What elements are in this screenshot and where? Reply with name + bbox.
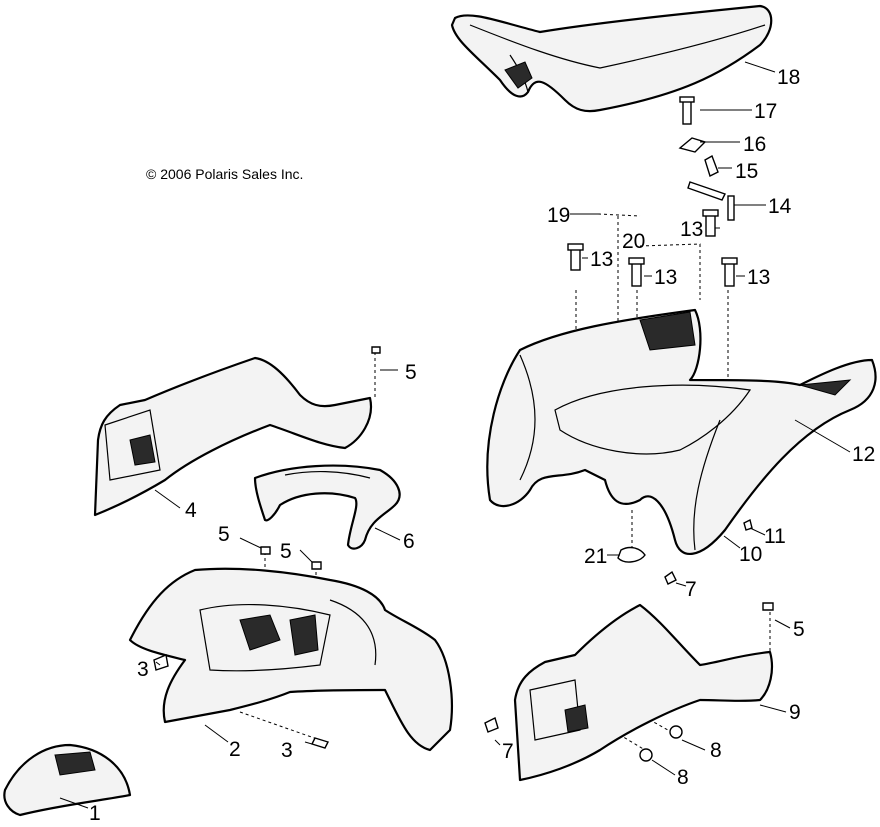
callout-3b: 3 — [281, 739, 293, 762]
callout-6: 6 — [403, 530, 415, 553]
seat-latch-hardware — [678, 96, 735, 221]
left-side-panel — [93, 356, 373, 517]
right-side-panel — [513, 603, 774, 782]
callout-14: 14 — [768, 195, 792, 218]
nut-8a — [669, 725, 683, 739]
callout-5c: 5 — [280, 540, 292, 563]
callout-5d: 5 — [793, 618, 805, 641]
callout-8b: 8 — [677, 766, 689, 789]
leader-lines — [59, 61, 851, 809]
callout-13b: 13 — [654, 266, 677, 289]
callout-12: 12 — [852, 443, 875, 466]
grommet-21 — [617, 546, 646, 563]
seat — [450, 4, 773, 113]
headlight-pod — [3, 743, 132, 817]
callout-16: 16 — [743, 133, 766, 156]
nut-8b — [639, 748, 653, 762]
callout-labels: 1 2 3 3 4 5 5 5 5 6 7 7 8 8 9 10 11 12 1… — [89, 66, 875, 825]
callout-1: 1 — [89, 802, 101, 822]
callout-15: 15 — [735, 160, 758, 183]
front-fender-panel — [253, 464, 401, 550]
rear-fender — [486, 308, 877, 556]
callout-4: 4 — [185, 499, 197, 522]
callout-3a: 3 — [137, 658, 149, 681]
callout-11: 11 — [764, 525, 786, 548]
callout-18: 18 — [777, 66, 800, 89]
callout-21: 21 — [584, 545, 607, 568]
callout-2: 2 — [229, 738, 241, 761]
copyright-notice: © 2006 Polaris Sales Inc. — [146, 166, 304, 182]
callout-19: 19 — [547, 204, 570, 227]
front-cab — [128, 567, 453, 752]
callout-9: 9 — [789, 701, 801, 724]
bolts-13 — [567, 209, 738, 287]
callout-13a: 13 — [590, 248, 613, 271]
callout-7b: 7 — [685, 578, 697, 601]
callout-17: 17 — [754, 100, 777, 123]
callout-5a: 5 — [405, 361, 417, 384]
callout-10: 10 — [739, 543, 762, 566]
callout-20: 20 — [622, 230, 645, 253]
callout-8a: 8 — [710, 739, 722, 762]
callout-7a: 7 — [502, 740, 514, 763]
callout-13d: 13 — [747, 266, 770, 289]
callout-13c: 13 — [680, 218, 703, 241]
callout-5b: 5 — [218, 523, 230, 546]
